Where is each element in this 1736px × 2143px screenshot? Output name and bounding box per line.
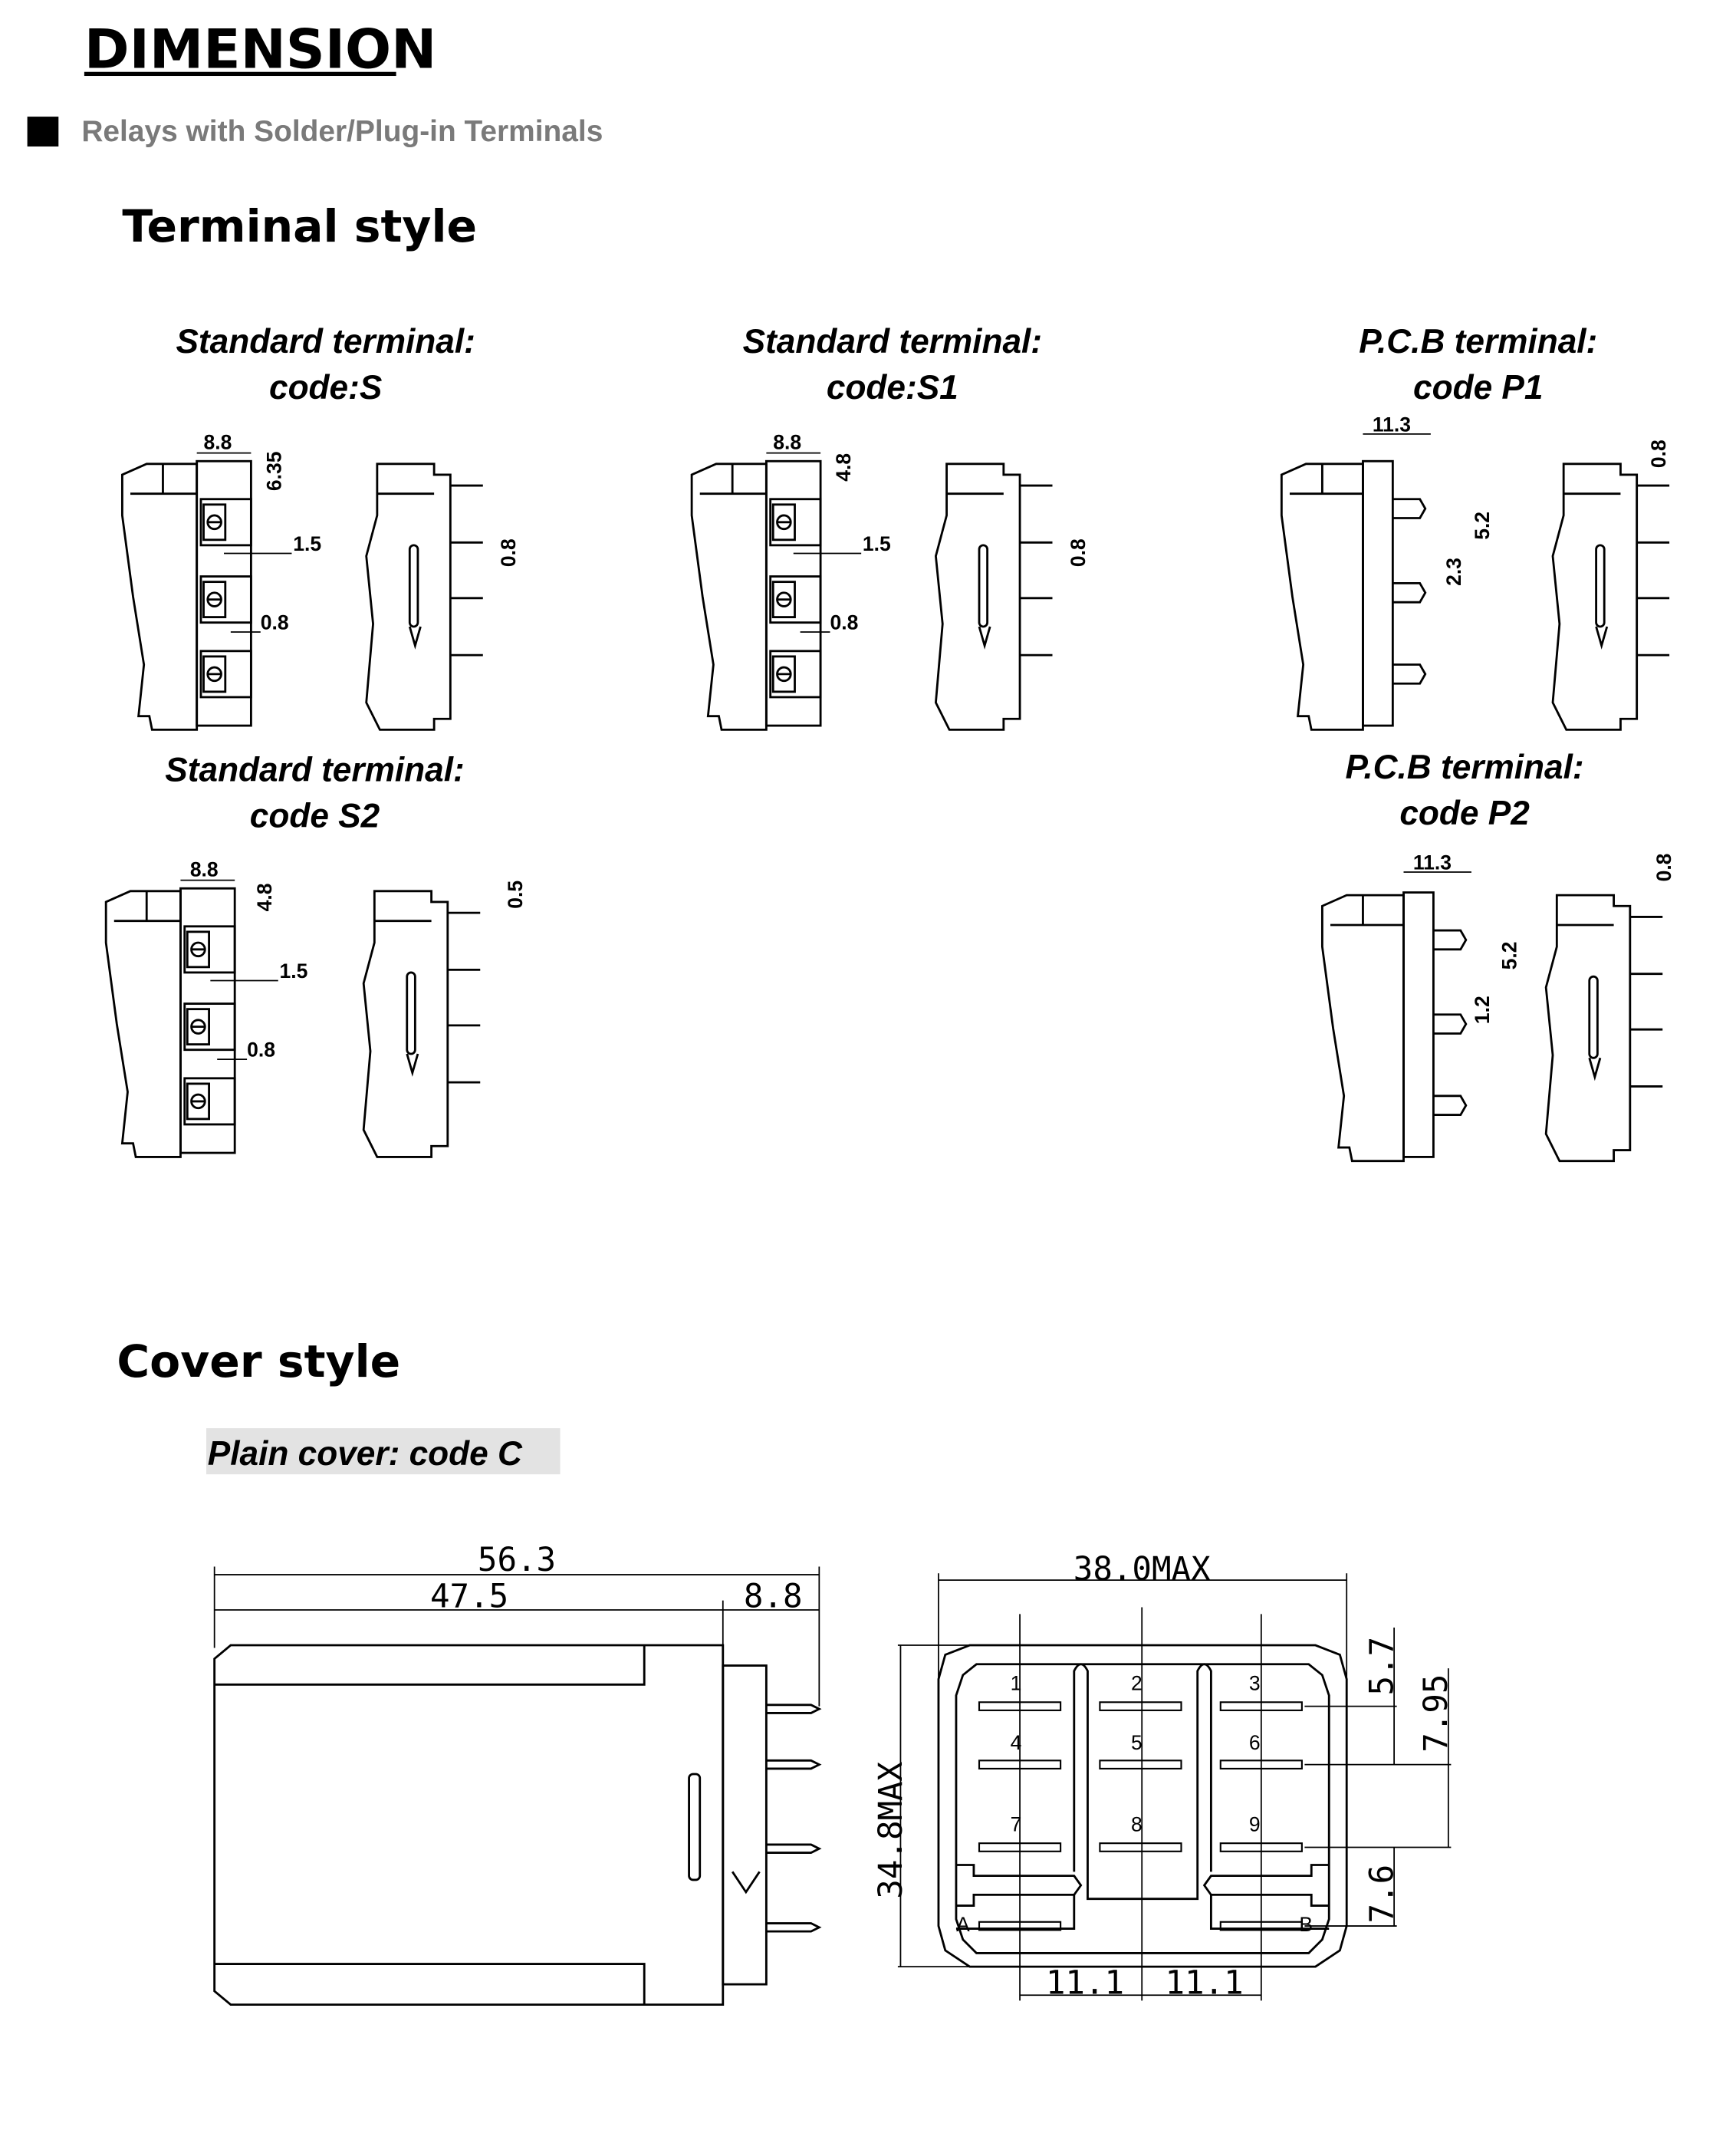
- cover-style-heading: Cover style: [117, 1335, 400, 1388]
- relay-end-view: [1551, 463, 1671, 731]
- caption-highlight: [206, 1428, 561, 1475]
- dim-label: 1.5: [293, 532, 321, 555]
- dim-label: 1.5: [280, 960, 308, 983]
- pin-label: 8: [1131, 1812, 1143, 1835]
- relay-end-view: [362, 890, 482, 1158]
- terminal-variant-s: Standard terminal: code:S 8.8 6.35 1.5 0…: [120, 323, 520, 731]
- terminal-variant-s1: Standard terminal: code:S1 8.8 4.8 1.5 0…: [690, 323, 1090, 731]
- dim-label: 4.8: [832, 453, 855, 482]
- dim-label: 0.8: [261, 611, 289, 634]
- title-underline: [84, 71, 396, 77]
- variant-caption-line1: P.C.B terminal:: [1359, 323, 1597, 360]
- dim-label: 6.35: [262, 451, 285, 491]
- dim-label: 0.8: [830, 611, 858, 634]
- pin-label: A: [956, 1913, 970, 1936]
- relay-end-view: [1544, 894, 1664, 1163]
- bullet-square-icon: [27, 117, 59, 146]
- dim-height: 34.8MAX: [873, 1761, 910, 1898]
- dim-label: 8.8: [190, 858, 219, 881]
- variant-caption-line1: Standard terminal:: [743, 323, 1042, 360]
- cover-bottom-view: 38.0MAX 34.8MAX 1 2 3 4 5 6 7 8 9 A B: [873, 1551, 1455, 2002]
- dim-terminal-length: 8.8: [744, 1578, 803, 1616]
- dim-label: 0.8: [1652, 854, 1675, 882]
- variant-caption-line1: Standard terminal:: [165, 752, 464, 789]
- dim-col-pitch-right: 11.1: [1165, 1964, 1243, 2002]
- relay-side-view: [104, 887, 236, 1158]
- dim-label: 0.5: [504, 881, 527, 909]
- variant-caption-line2: code:S1: [827, 369, 958, 407]
- dim-label: 4.8: [253, 883, 276, 911]
- terminal-variant-p2: P.C.B terminal: code P2 11.3 5.2 1.2 0.8: [1320, 749, 1675, 1163]
- terminal-variant-p1: P.C.B terminal: code P1 11.3 5.2 2.3 0.8: [1280, 323, 1671, 731]
- variant-caption-line1: P.C.B terminal:: [1346, 749, 1584, 786]
- relay-side-view: [1280, 459, 1427, 731]
- dim-row-pitch-top: 5.7: [1363, 1637, 1401, 1696]
- pin-label: 7: [1011, 1812, 1022, 1835]
- terminal-style-heading: Terminal style: [122, 200, 477, 252]
- pin-label: 6: [1249, 1731, 1261, 1754]
- variant-caption-line2: code P1: [1413, 369, 1543, 407]
- pin-label: B: [1299, 1913, 1313, 1936]
- dim-body-length: 47.5: [430, 1578, 508, 1616]
- variant-caption-line2: code S2: [250, 798, 380, 835]
- variant-caption-line2: code:S: [269, 369, 383, 407]
- dim-row-pitch-bottom: 7.6: [1363, 1865, 1401, 1924]
- dim-label: 8.8: [204, 430, 232, 453]
- dim-label: 0.8: [1647, 439, 1670, 468]
- dim-label: 2.3: [1442, 558, 1465, 586]
- variant-caption-line2: code P2: [1399, 795, 1530, 832]
- dim-label: 5.2: [1471, 512, 1494, 540]
- dim-col-pitch-left: 11.1: [1046, 1964, 1124, 2002]
- pin-label: 9: [1249, 1812, 1261, 1835]
- terminal-variant-s2: Standard terminal: code S2 8.8 4.8 1.5 0…: [104, 752, 527, 1158]
- dim-label: 8.8: [773, 430, 801, 453]
- pin-label: 3: [1249, 1671, 1261, 1694]
- dim-width: 38.0MAX: [1073, 1551, 1211, 1588]
- cover-side-view: 56.3 47.5 8.8: [213, 1542, 822, 2006]
- page-title: DIMENSION: [84, 17, 436, 81]
- pin-label: 1: [1011, 1671, 1022, 1694]
- relay-end-view: [365, 463, 485, 731]
- pin-label: 4: [1011, 1731, 1022, 1754]
- dim-label: 11.3: [1413, 851, 1452, 874]
- cover-caption: Plain cover: code C: [208, 1435, 523, 1473]
- pin-label: 5: [1131, 1731, 1143, 1754]
- relay-end-view: [935, 463, 1054, 731]
- dim-row-pitch-mid: 7.95: [1418, 1674, 1455, 1753]
- relay-side-view: [1320, 891, 1468, 1163]
- dim-label: 0.8: [497, 538, 520, 567]
- dim-label: 5.2: [1498, 941, 1521, 969]
- dim-label: 0.8: [1067, 538, 1090, 567]
- variant-caption-line1: Standard terminal:: [176, 323, 475, 360]
- dim-label: 0.8: [247, 1039, 275, 1062]
- relay-side-view: [120, 459, 252, 731]
- section-subtitle: Relays with Solder/Plug-in Terminals: [81, 115, 603, 148]
- dim-label: 1.2: [1471, 996, 1494, 1024]
- dim-label: 11.3: [1373, 413, 1411, 436]
- relay-side-view: [690, 459, 822, 731]
- dim-label: 1.5: [863, 532, 891, 555]
- pin-label: 2: [1131, 1671, 1143, 1694]
- dim-overall-length: 56.3: [478, 1542, 556, 1579]
